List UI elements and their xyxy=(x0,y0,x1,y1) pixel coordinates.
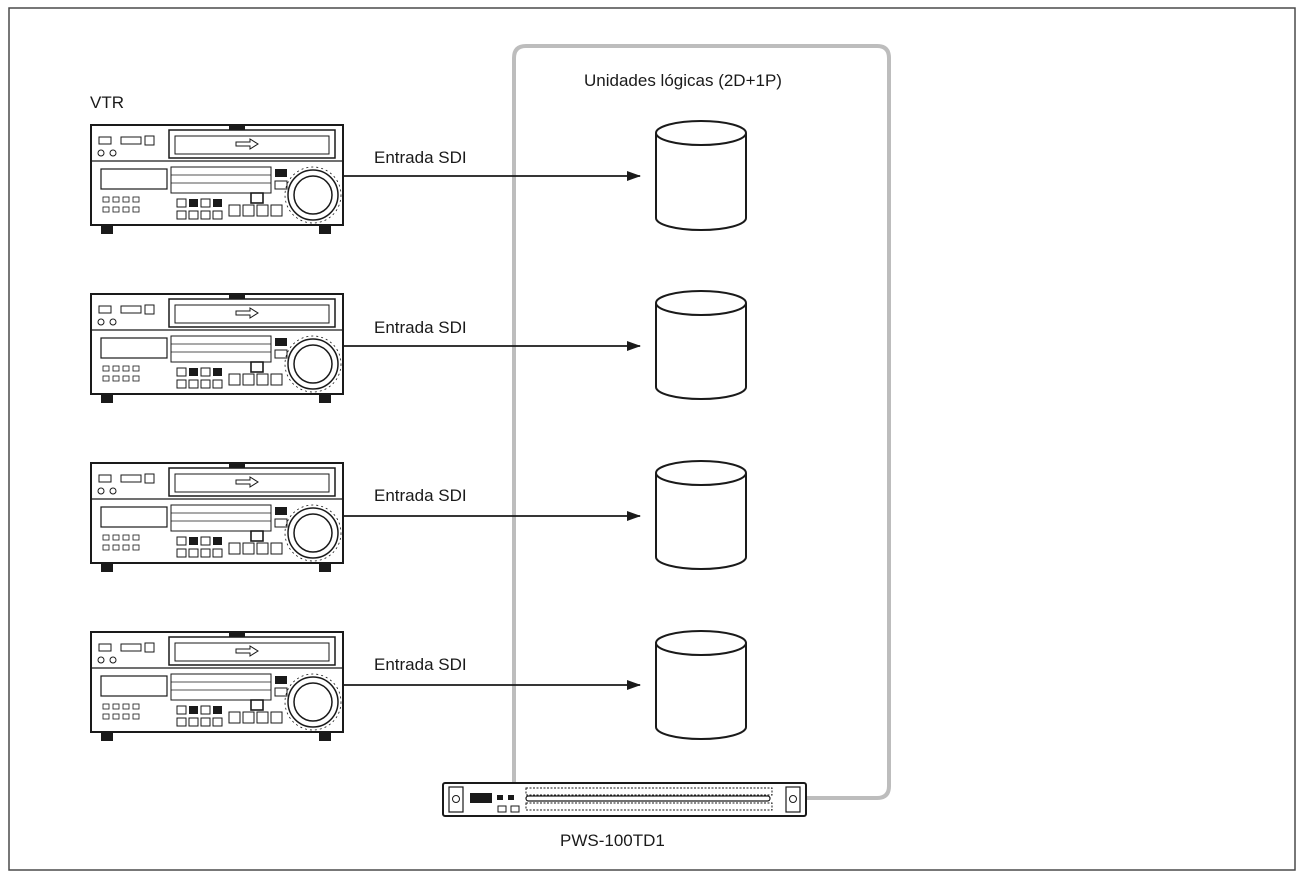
pws-server-unit xyxy=(442,782,807,817)
disk-1 xyxy=(655,120,747,231)
disk-2 xyxy=(655,290,747,400)
sdi-label-1: Entrada SDI xyxy=(374,148,467,167)
logical-units-group-box xyxy=(512,44,891,800)
sdi-label-4: Entrada SDI xyxy=(374,655,467,674)
disk-3 xyxy=(655,460,747,570)
vtr-label: VTR xyxy=(90,93,124,112)
server-label: PWS-100TD1 xyxy=(560,831,665,850)
vtr-deck-2 xyxy=(90,293,344,404)
vtr-deck-4 xyxy=(90,631,344,742)
logical-units-label: Unidades lógicas (2D+1P) xyxy=(584,71,782,90)
disk-4 xyxy=(655,630,747,740)
sdi-label-2: Entrada SDI xyxy=(374,318,467,337)
outer-frame xyxy=(8,7,1296,871)
vtr-deck-1 xyxy=(90,124,344,235)
sdi-label-3: Entrada SDI xyxy=(374,486,467,505)
vtr-deck-3 xyxy=(90,462,344,573)
